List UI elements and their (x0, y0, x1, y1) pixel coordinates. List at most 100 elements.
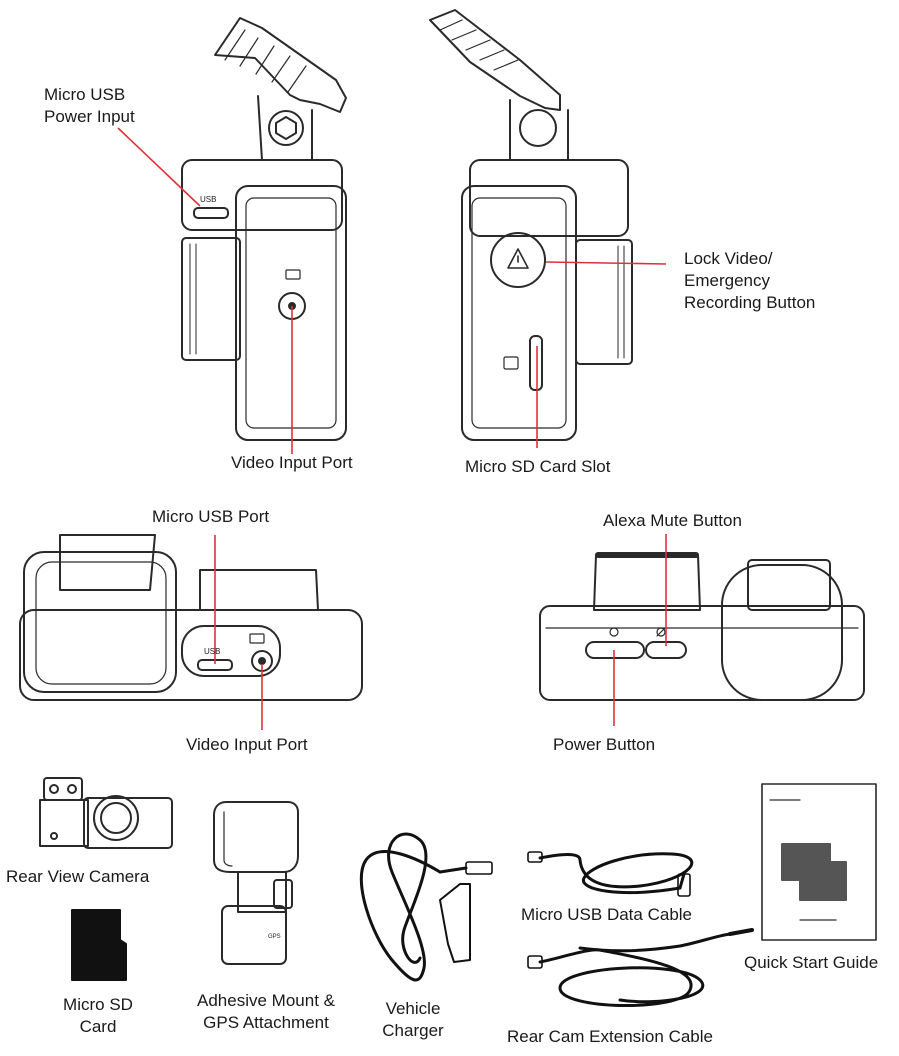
label-lock-video-line1: Lock Video/ (684, 249, 773, 268)
label-lock-video-line2: Emergency (684, 271, 770, 290)
video-camera-icon (285, 269, 301, 280)
camera-bottom-view-left (19, 534, 363, 701)
lens-housing-left-inner (35, 561, 167, 685)
adhesive-mount (213, 801, 299, 965)
mount-nut-hex (275, 116, 297, 140)
vehicle-charger (359, 832, 493, 982)
mount-plate-right-ribs (439, 19, 519, 71)
camera-back-body (181, 159, 343, 231)
label-micro-usb-power-line2: Power Input (44, 107, 135, 126)
extension-cable-plug-left (527, 955, 543, 969)
label-quick-start-guide: Quick Start Guide (744, 953, 879, 972)
charger-usb-plug (465, 861, 493, 875)
label-alexa-mute-button: Alexa Mute Button (603, 511, 742, 530)
warning-icon (507, 248, 529, 269)
camera-front-panel (245, 197, 337, 429)
camera-bottom-view-right (539, 552, 865, 701)
guide-booklet (761, 783, 877, 941)
micro-usb-power-port (193, 207, 229, 219)
label-micro-usb-port: Micro USB Port (152, 507, 270, 526)
camera-side-view-left (181, 17, 347, 441)
mount-knob-right (519, 109, 557, 147)
label-micro-sd-card: Micro SD Card (48, 994, 148, 1038)
camera-front-body (235, 185, 347, 441)
adhesive-mount-pad-edge (223, 811, 233, 867)
rear-view-camera (39, 777, 173, 849)
lens-ring-grip (189, 243, 197, 355)
label-rear-view-camera: Rear View Camera (6, 867, 150, 886)
usb-cable-coil (538, 852, 694, 894)
rear-camera-screw-2 (67, 784, 77, 794)
camera-back-body-right (469, 159, 629, 237)
adhesive-mount-knob (273, 879, 293, 909)
label-vehicle-charger-line2: Charger (382, 1021, 444, 1040)
sd-card-icon (503, 356, 519, 370)
mount-top-left (59, 534, 156, 591)
gps-attachment (221, 905, 287, 965)
camera-body-bottom-right (539, 605, 865, 701)
charger-cable-lead (438, 866, 468, 874)
rear-camera-lens-outer (93, 795, 139, 841)
usb-cable-lead (678, 872, 686, 890)
rear-camera-housing (83, 797, 173, 849)
guide-cover-product (781, 843, 847, 901)
camera-side-view-right (429, 9, 633, 441)
lens-cap-right (747, 559, 831, 611)
mount-plate-ribs (224, 29, 307, 93)
extension-cable-plug-right (728, 928, 754, 936)
lock-video-button (490, 232, 546, 288)
label-video-input-port-top: Video Input Port (231, 453, 353, 472)
mount-plate-right (429, 9, 561, 111)
extension-cable-coil (538, 948, 705, 1008)
lens-ring-left (181, 237, 241, 361)
label-micro-sd-card-line2: Card (79, 1017, 117, 1036)
label-micro-sd-card-slot: Micro SD Card Slot (465, 457, 611, 476)
adhesive-mount-pad (213, 801, 299, 873)
gps-mark: GPS (268, 934, 281, 940)
callout-lines (117, 127, 667, 730)
label-micro-sd-card-line1: Micro SD (63, 995, 133, 1014)
rear-camera-body (39, 799, 89, 847)
label-vehicle-charger: Vehicle Charger (370, 998, 456, 1042)
camera-front-panel-right (471, 197, 567, 429)
adhesive-mount-stem (237, 871, 287, 913)
charger-plug-body (439, 883, 471, 963)
usb-cable-micro-plug (527, 851, 543, 863)
label-adhesive-mount: Adhesive Mount & GPS Attachment (180, 990, 352, 1034)
camera-body-bottom-left (19, 609, 363, 701)
label-power-button: Power Button (553, 735, 656, 754)
label-adhesive-mount-line2: GPS Attachment (203, 1013, 329, 1032)
mute-icon-slash (656, 627, 666, 637)
rear-cam-extension-cable (527, 928, 754, 1008)
mount-top-right (593, 554, 701, 611)
rear-camera-screw-1 (49, 784, 59, 794)
mute-icon (656, 627, 666, 637)
label-lock-video-line3: Recording Button (684, 293, 816, 312)
label-rear-cam-extension-cable: Rear Cam Extension Cable (507, 1027, 713, 1046)
label-micro-usb-power-input: Micro USB Power Input (44, 84, 135, 128)
video-camera-icon-bottom (249, 633, 265, 644)
mount-plate (214, 17, 347, 113)
charger-cable (359, 832, 442, 982)
lens-housing-left (23, 551, 177, 693)
power-icon (609, 627, 619, 637)
label-vehicle-charger-line1: Vehicle (385, 999, 441, 1018)
usb-mark-bottom: USB (204, 647, 220, 656)
label-lock-video: Lock Video/ Emergency Recording Button (684, 248, 815, 314)
quick-start-guide (761, 783, 877, 941)
callout-lock-video (545, 261, 667, 265)
label-adhesive-mount-line1: Adhesive Mount & (197, 991, 335, 1010)
rear-camera-lens-inner (100, 802, 132, 834)
video-input-port-bottom-pin (258, 657, 266, 665)
label-video-input-port-bottom: Video Input Port (186, 735, 308, 754)
power-button (585, 641, 645, 659)
micro-sd-card (71, 909, 127, 981)
label-micro-usb-data-cable: Micro USB Data Cable (521, 905, 693, 924)
mount-nut (268, 110, 304, 146)
extension-cable-lead (578, 932, 732, 953)
callout-micro-usb-power (117, 127, 201, 207)
lens-housing-right (721, 564, 843, 701)
usb-cable-usb-plug (677, 873, 691, 897)
